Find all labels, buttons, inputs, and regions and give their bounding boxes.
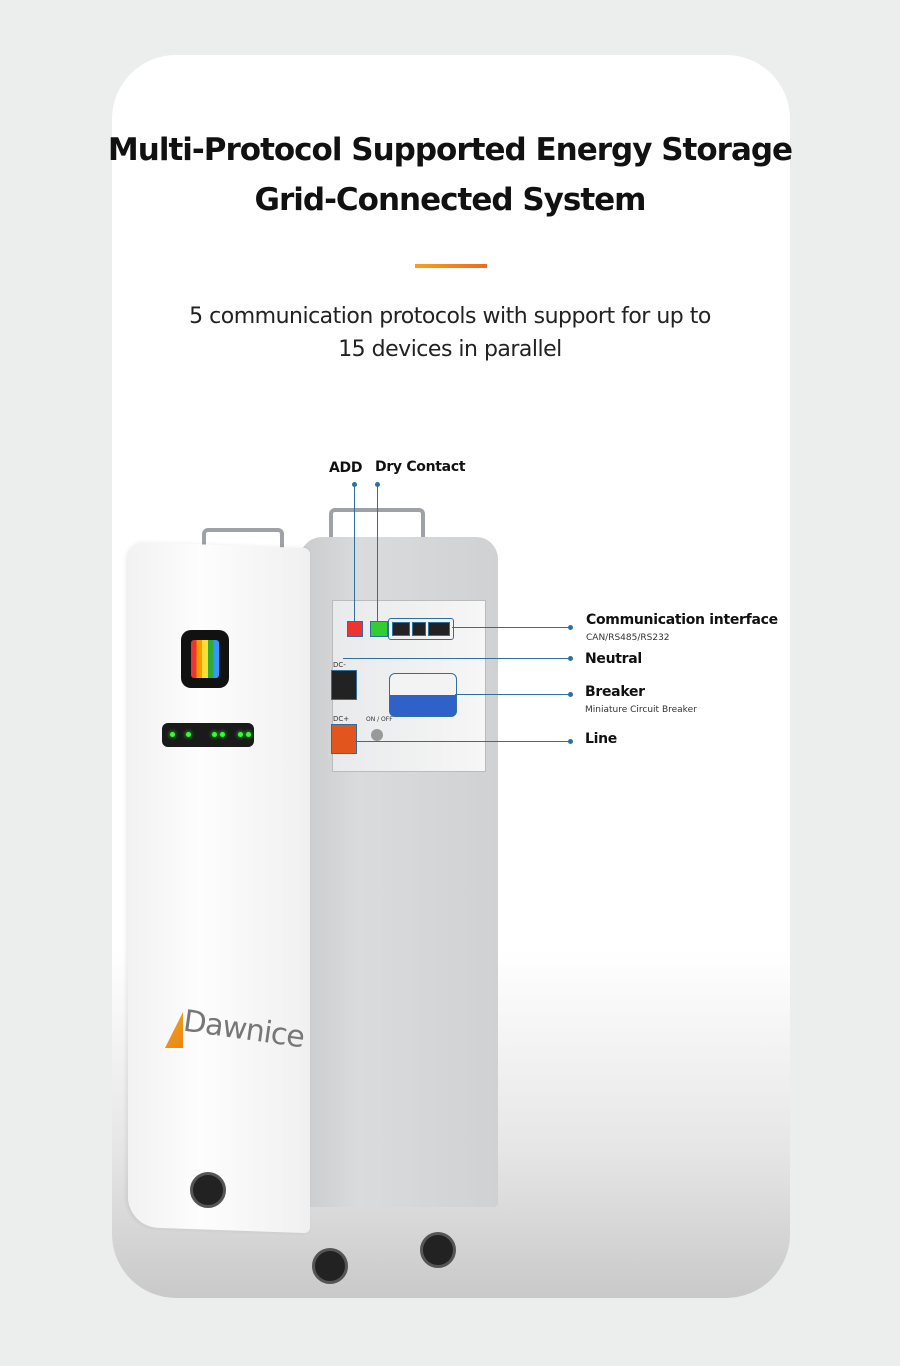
subtitle-line-1: 5 communication protocols with support f… <box>189 304 711 329</box>
callout-communication-interface: Communication interface <box>586 612 778 628</box>
handle-left <box>202 528 284 548</box>
callout-communication-protocols: CAN/RS485/RS232 <box>586 633 670 643</box>
title-line-2: Grid-Connected System <box>254 182 647 218</box>
dc-plus-label: DC+ <box>333 715 350 723</box>
power-button <box>371 729 383 741</box>
callout-line: Line <box>585 731 617 747</box>
callout-neutral: Neutral <box>585 651 642 667</box>
callout-dry-contact: Dry Contact <box>375 459 466 475</box>
subtitle-line-2: 15 devices in parallel <box>338 337 562 362</box>
circuit-breaker <box>389 673 457 717</box>
display-content <box>191 640 219 678</box>
subtitle: 5 communication protocols with support f… <box>0 300 900 366</box>
communication-ports <box>388 618 454 640</box>
dc-minus-connector <box>331 670 357 700</box>
wheel <box>312 1248 348 1284</box>
dry-contact-port <box>370 621 388 637</box>
callout-breaker-type: Miniature Circuit Breaker <box>585 705 697 715</box>
add-switch <box>347 621 363 637</box>
callout-add: ADD <box>329 460 363 476</box>
accent-divider <box>415 264 487 268</box>
dc-plus-connector <box>331 724 357 754</box>
wheel <box>420 1232 456 1268</box>
on-off-label: ON / OFF <box>366 716 393 723</box>
dc-minus-label: DC- <box>333 661 346 669</box>
title-line-1: Multi-Protocol Supported Energy Storage <box>107 132 793 168</box>
wheel <box>190 1172 226 1208</box>
callout-breaker: Breaker <box>585 684 645 700</box>
